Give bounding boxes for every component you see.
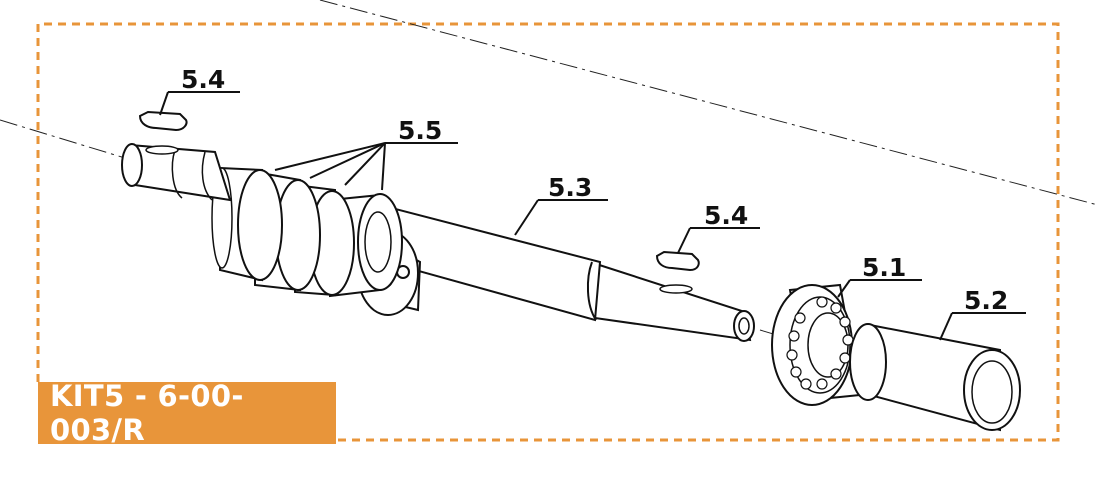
sleeve-part [849, 323, 1021, 432]
shaft-part [362, 203, 755, 342]
callout-5-1: 5.1 [862, 253, 906, 282]
leader-lines [159, 91, 1026, 341]
callout-5-4-left: 5.4 [181, 65, 225, 94]
key-part-left [138, 110, 188, 155]
callout-5-5: 5.5 [398, 116, 442, 145]
spindle-end [121, 143, 232, 202]
kit-boundary [36, 22, 1060, 442]
key-part-right [655, 250, 700, 294]
bearing-balls [786, 296, 854, 390]
ball-bearing-part [771, 283, 862, 406]
collar-rings [211, 166, 422, 316]
callout-5-2: 5.2 [964, 286, 1008, 315]
callout-5-3: 5.3 [548, 173, 592, 202]
kit-label: KIT5 - 6-00-003/R [38, 379, 336, 447]
callout-5-4-right: 5.4 [704, 201, 748, 230]
